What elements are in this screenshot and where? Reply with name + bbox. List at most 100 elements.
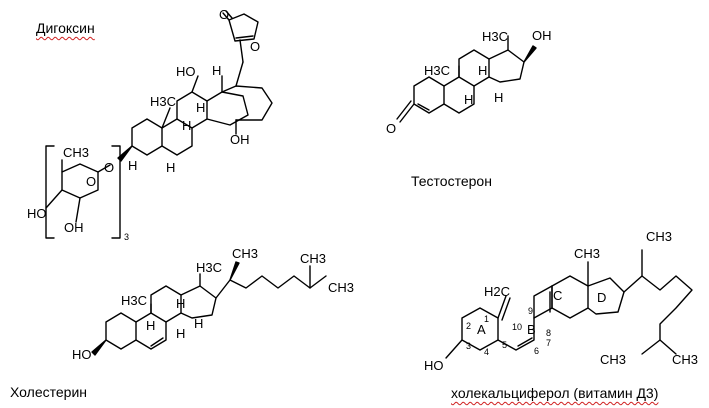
digoxin-ring-d-upper [206,91,249,126]
cholesterol-ring-b [135,312,167,350]
digoxin-methyl-bond [161,107,171,129]
testosterone-h3c-mid-label: H3C [424,63,450,78]
digoxin-ring-a [131,118,163,156]
cholecalciferol-num-8: 8 [546,328,551,338]
digoxin-h-label-3: H [182,118,191,133]
cholecalciferol-methylene-2 [501,297,511,321]
cholesterol-ring-a [105,312,137,350]
cholesterol-ch3-side-label: CH3 [232,246,258,261]
digoxin-sugar-oh-bond [75,197,81,223]
cholecalciferol-ch3-left-label: CH3 [600,352,626,367]
digoxin-sugar-oh-label: OH [64,220,84,235]
cholesterol-h-label-4: H [194,316,203,331]
digoxin-bracket-left [45,145,55,239]
digoxin-ring-b [161,118,193,156]
digoxin-h3c-label: H3C [150,94,176,109]
digoxin-side-link [235,61,244,87]
caption-cholesterol: Холестерин [10,384,87,400]
cholecalciferol-num-4: 4 [484,347,489,357]
cholesterol-oh-wedge [91,339,107,356]
testosterone-ring-c [458,49,490,87]
cholecalciferol-h2c-label: H2C [484,284,510,299]
testosterone-o-label: O [386,121,396,136]
digoxin-structure: O O HO H3C H OH H H H H CH3 O O HO OH 3 [27,7,273,242]
testosterone-ring-d [488,49,525,83]
digoxin-lactone-link [239,39,244,63]
cholecalciferol-ch3-top-label: CH3 [646,229,672,244]
cholecalciferol-oh-bond [445,339,463,359]
testosterone-h-label-2: H [464,92,473,107]
testosterone-ring-a-double [417,103,430,111]
digoxin-sugar-ho-bond [45,189,63,209]
cholecalciferol-num-9: 9 [528,306,533,316]
digoxin-sugar-ch3-label: CH3 [63,145,89,160]
cholecalciferol-num-1: 1 [484,314,489,324]
cholecalciferol-num-2: 2 [466,321,471,331]
cholesterol-ring-c [150,285,182,323]
testosterone-ring-a [413,76,445,114]
digoxin-oh-bond [191,75,199,93]
testosterone-oh-label: OH [532,28,552,43]
digoxin-ring-d [221,85,273,121]
cholecalciferol-structure: CH3 CH3 CH3 CH3 H2C HO A B C D 1 2 3 4 5… [424,229,698,373]
testosterone-structure: H3C OH H3C H H H O [386,28,552,136]
digoxin-h-label-2: H [196,100,205,115]
cholesterol-h-label: H [176,296,185,311]
testosterone-carbonyl-2 [396,100,412,120]
cholesterol-h3c-left-label: H3C [121,293,147,308]
cholesterol-ch3-end-label: CH3 [328,280,354,295]
testosterone-oh-wedge [523,45,537,63]
cholesterol-side-chain [215,275,327,299]
cholecalciferol-side-chain [641,275,693,355]
cholecalciferol-num-5: 5 [502,340,507,350]
cholecalciferol-ring-a-label: A [477,322,486,337]
digoxin-ring-o-label: O [250,39,260,54]
cholecalciferol-ho-label: HO [424,358,444,373]
testosterone-ring-b [443,76,475,114]
cholesterol-ho-label: HO [72,347,92,362]
digoxin-subscript: 3 [124,232,129,242]
cholecalciferol-ring-b-edge [533,285,553,319]
testosterone-carbonyl [399,103,415,123]
cholecalciferol-ring-d-label: D [597,290,606,305]
cholecalciferol-num-10: 10 [512,322,522,332]
caption-testosterone: Тестостерон [411,173,492,189]
digoxin-h-label: H [212,63,221,78]
cholesterol-double-bond [150,337,164,347]
cholecalciferol-triene-double [517,337,533,347]
cholesterol-h-label-2: H [146,318,155,333]
cholecalciferol-ch3-end-label: CH3 [672,352,698,367]
cholesterol-methyl-wedge [229,261,240,281]
caption-cholecalciferol: холекальциферол (витамин Д3) [451,385,659,401]
cholecalciferol-ring-d [587,277,625,315]
digoxin-oh-label: OH [230,132,250,147]
digoxin-sugar-ho-label: HO [27,206,47,221]
cholesterol-structure: CH3 CH3 CH3 H3C H3C H H H H HO [72,246,354,362]
cholecalciferol-side-branch [659,339,677,355]
cholesterol-ring-d [180,285,217,319]
digoxin-lactone-ring [228,13,259,42]
cholesterol-ch3-top-label: CH3 [300,251,326,266]
caption-digoxin: Дигоксин [36,20,95,36]
cholecalciferol-triene [497,317,535,351]
testosterone-h3c-top-label: H3C [482,29,508,44]
testosterone-h-label: H [478,63,487,78]
digoxin-bracket-right [111,145,121,239]
digoxin-h-label-5: H [128,158,137,173]
digoxin-carbonyl-bond-2 [225,10,233,19]
digoxin-sugar-o-link [97,164,111,173]
digoxin-lactone-double-bond [235,35,254,39]
cholecalciferol-ring-c-label: C [553,288,562,303]
digoxin-sugar-o-label: O [86,174,96,189]
cholecalciferol-methylene [497,295,507,319]
cholecalciferol-num-6: 6 [534,346,539,356]
digoxin-link-o-label: O [104,160,114,175]
cholecalciferol-num-3: 3 [466,341,471,351]
digoxin-oxo-label: O [219,7,229,22]
testosterone-h-label-3: H [494,90,503,105]
cholecalciferol-num-7: 7 [546,338,551,348]
digoxin-ho-label: HO [176,64,196,79]
cholesterol-h-label-3: H [176,326,185,341]
